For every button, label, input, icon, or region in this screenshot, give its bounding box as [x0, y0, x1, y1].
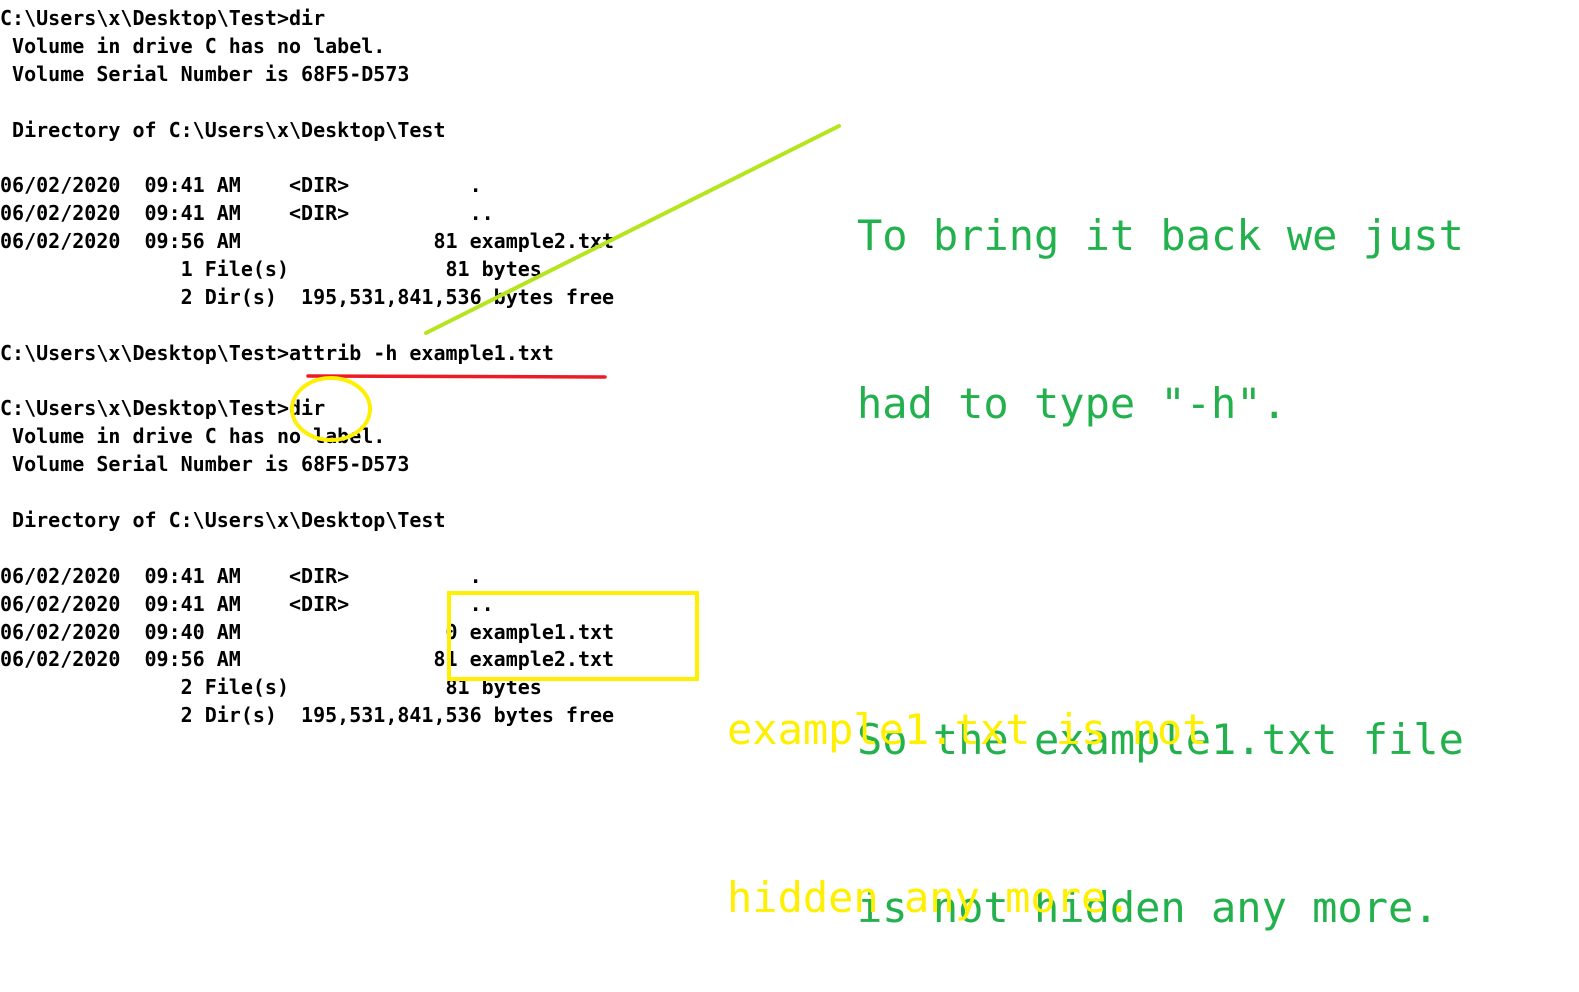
console-line: 06/02/2020 09:41 AM <DIR> .	[0, 563, 482, 588]
console-line	[0, 144, 614, 172]
console-line	[0, 368, 614, 396]
console-line: 2 Dir(s) 195,531,841,536 bytes free	[0, 703, 615, 728]
console-line: 06/02/2020 09:41 AM <DIR> ..	[0, 591, 494, 616]
console-line	[0, 479, 614, 507]
console-line: C:\Users\x\Desktop\Test>dir	[0, 6, 326, 30]
console-line: C:\Users\x\Desktop\Test>attrib -h exampl…	[0, 340, 554, 365]
console-line: Directory of C:\Users\x\Desktop\Test	[0, 117, 446, 142]
console-line	[0, 89, 614, 117]
console-line: Volume Serial Number is 68F5-D573	[0, 61, 410, 86]
console-line: 2 Dir(s) 195,531,841,536 bytes free	[0, 284, 615, 309]
console-line: 06/02/2020 09:56 AM 81 example2.txt	[0, 647, 615, 672]
console-line	[0, 312, 614, 340]
console-line: 06/02/2020 09:41 AM <DIR> ..	[0, 201, 494, 226]
console-line: Directory of C:\Users\x\Desktop\Test	[0, 508, 446, 533]
green-note-line: To bring it back we just	[857, 211, 1464, 260]
console-line: 1 File(s) 81 bytes	[0, 257, 542, 282]
console-line: Volume in drive C has no label.	[0, 33, 386, 58]
green-note-line: had to type "-h".	[857, 379, 1287, 428]
console-line: 06/02/2020 09:56 AM 81 example2.txt	[0, 229, 615, 254]
yellow-note-line: hidden any more.	[727, 873, 1132, 922]
console-line: C:\Users\x\Desktop\Test>dir	[0, 396, 326, 421]
console-output: C:\Users\x\Desktop\Test>dir Volume in dr…	[0, 5, 614, 730]
console-line: Volume Serial Number is 68F5-D573	[0, 452, 410, 477]
console-line: 2 File(s) 81 bytes	[0, 675, 542, 700]
yellow-note-line: example1.txt is not	[727, 705, 1208, 754]
console-line	[0, 535, 614, 563]
console-line: Volume in drive C has no label.	[0, 424, 386, 449]
annotation-yellow-note: example1.txt is not hidden any more.	[727, 590, 1207, 982]
console-line: 06/02/2020 09:40 AM 0 example1.txt	[0, 619, 615, 644]
console-line: 06/02/2020 09:41 AM <DIR> .	[0, 173, 482, 198]
